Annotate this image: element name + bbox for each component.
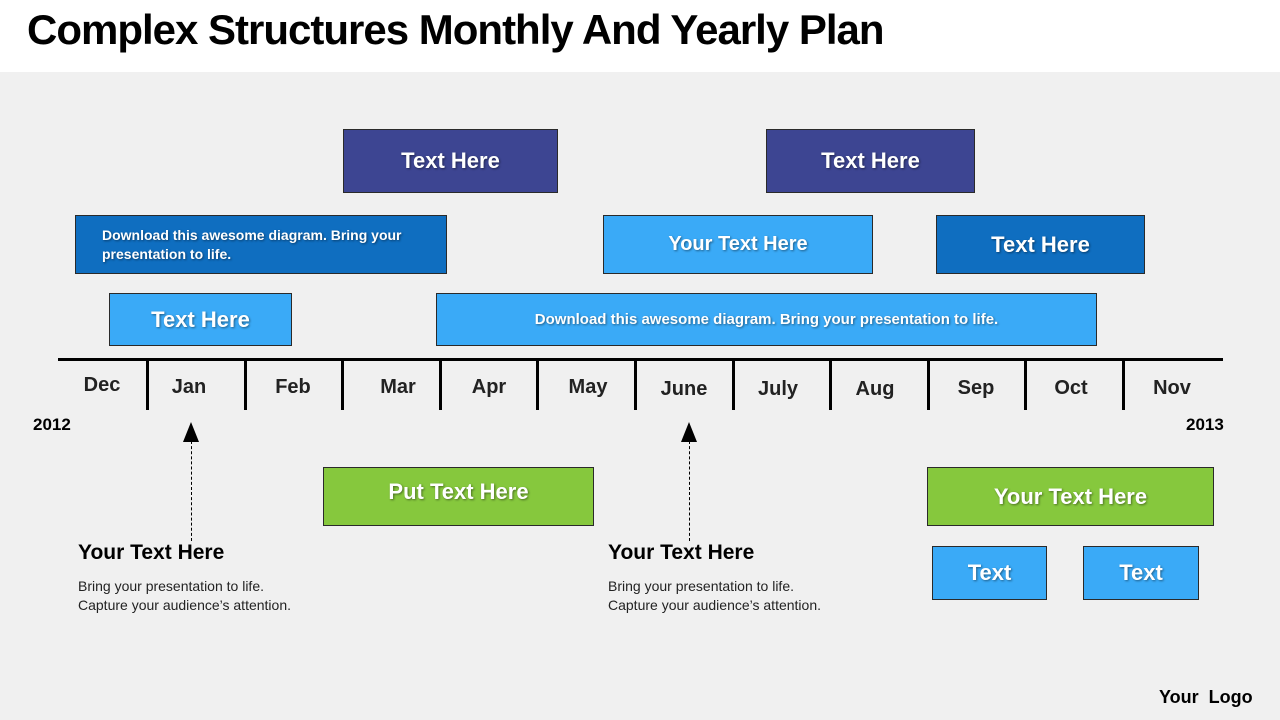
- callout-right-body: Bring your presentation to life. Capture…: [608, 577, 821, 615]
- box-bottom-left-green[interactable]: Put Text Here: [323, 467, 594, 526]
- month-label-mar: Mar: [380, 376, 416, 398]
- box-row2-left-label: Download this awesome diagram. Bring you…: [102, 226, 402, 262]
- box-row2-right[interactable]: Text Here: [936, 215, 1145, 274]
- timeline-tick: [536, 360, 539, 410]
- callout-left-title: Your Text Here: [78, 541, 225, 564]
- month-label-jan: Jan: [171, 376, 207, 398]
- box-row2-mid-label: Your Text Here: [668, 233, 808, 255]
- arrow-up-icon: [681, 422, 697, 442]
- box-bottom-text2-label: Text: [1119, 560, 1163, 585]
- callout-left-body: Bring your presentation to life. Capture…: [78, 577, 291, 615]
- month-label-sep: Sep: [957, 377, 995, 399]
- box-bottom-left-green-label: Put Text Here: [388, 479, 529, 504]
- callout-right-title: Your Text Here: [608, 541, 755, 564]
- timeline-tick: [1024, 360, 1027, 410]
- timeline-tick: [927, 360, 930, 410]
- month-label-feb: Feb: [275, 376, 311, 398]
- month-label-may: May: [568, 376, 608, 398]
- month-label-nov: Nov: [1153, 377, 1191, 399]
- arrow-dashed-line: [191, 441, 192, 541]
- box-row3-wide[interactable]: Download this awesome diagram. Bring you…: [436, 293, 1097, 346]
- box-bottom-text2[interactable]: Text: [1083, 546, 1199, 600]
- callout-left-line2: Capture your audience’s attention.: [78, 597, 291, 613]
- timeline-tick: [829, 360, 832, 410]
- timeline-tick: [146, 360, 149, 410]
- page-title: Complex Structures Monthly And Yearly Pl…: [27, 6, 885, 53]
- box-bottom-text1[interactable]: Text: [932, 546, 1047, 600]
- timeline-tick: [341, 360, 344, 410]
- box-row2-right-label: Text Here: [991, 231, 1090, 257]
- month-label-june: June: [660, 378, 708, 400]
- timeline-tick: [634, 360, 637, 410]
- month-label-dec: Dec: [83, 374, 121, 396]
- month-label-july: July: [757, 378, 799, 400]
- box-row3-wide-label: Download this awesome diagram. Bring you…: [534, 311, 999, 328]
- arrow-up-icon: [183, 422, 199, 442]
- month-label-oct: Oct: [1054, 377, 1088, 399]
- callout-right-line1: Bring your presentation to life.: [608, 578, 794, 594]
- header-bar: Complex Structures Monthly And Yearly Pl…: [0, 0, 1280, 72]
- arrow-dashed-line: [689, 441, 690, 541]
- timeline-tick: [1122, 360, 1125, 410]
- box-bottom-right-green[interactable]: Your Text Here: [927, 467, 1214, 526]
- box-top-right[interactable]: Text Here: [766, 129, 975, 193]
- year-start: 2012: [33, 415, 71, 434]
- box-top-right-label: Text Here: [821, 148, 920, 173]
- box-row2-left[interactable]: Download this awesome diagram. Bring you…: [75, 215, 447, 274]
- box-bottom-right-green-label: Your Text Here: [993, 483, 1148, 509]
- timeline-axis: [58, 358, 1223, 361]
- year-end: 2013: [1186, 415, 1224, 434]
- timeline-tick: [439, 360, 442, 410]
- logo-text: Your Logo: [1159, 687, 1253, 707]
- box-top-left-label: Text Here: [401, 148, 500, 173]
- month-label-apr: Apr: [471, 376, 507, 398]
- timeline-tick: [732, 360, 735, 410]
- callout-left-line1: Bring your presentation to life.: [78, 578, 264, 594]
- month-label-aug: Aug: [855, 378, 895, 400]
- box-row3-left-label: Text Here: [151, 306, 250, 332]
- box-top-left[interactable]: Text Here: [343, 129, 558, 193]
- timeline-tick: [244, 360, 247, 410]
- box-bottom-text1-label: Text: [967, 560, 1012, 585]
- callout-right-line2: Capture your audience’s attention.: [608, 597, 821, 613]
- box-row2-mid[interactable]: Your Text Here: [603, 215, 873, 274]
- box-row3-left[interactable]: Text Here: [109, 293, 292, 346]
